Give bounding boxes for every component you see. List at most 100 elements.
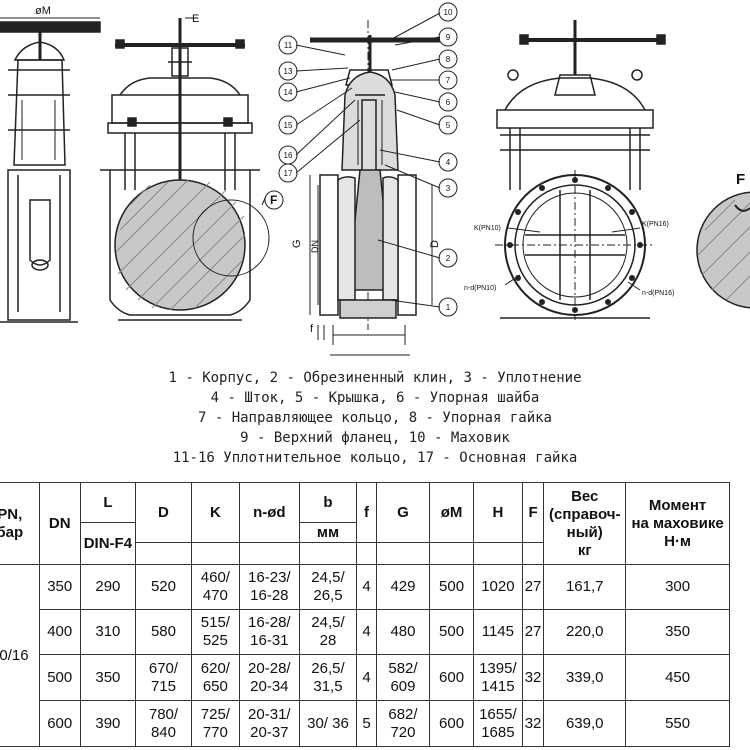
cell-weight: 161,7 (543, 564, 627, 610)
nd-pn10-label: n-d(PN10) (464, 285, 496, 292)
side-section-drawing (278, 2, 458, 356)
callout-label: 4 (446, 158, 451, 167)
cell-torque: 350 (625, 609, 730, 655)
header-ff: F (521, 482, 545, 543)
cell-dn: 400 (38, 609, 81, 655)
callout-label: 14 (284, 88, 293, 97)
dim-phi-m-label: øM (35, 5, 51, 17)
legend-line: 9 - Верхний фланец, 10 - Маховик (240, 430, 510, 446)
cell-h: 1020 (472, 564, 523, 610)
cell-torque: 450 (625, 654, 730, 701)
header-blank (135, 542, 192, 565)
cell-torque: 300 (625, 564, 730, 610)
header-blank (375, 542, 431, 565)
cell-om: 600 (429, 700, 474, 747)
header-blank (472, 542, 523, 565)
cell-l: 390 (79, 700, 137, 747)
cell-l: 310 (79, 609, 137, 655)
k-pn16-label: K(PN16) (642, 221, 669, 228)
pn-value: 10/16 (0, 564, 40, 747)
parts-legend: 1 - Корпус, 2 - Обрезиненный клин, 3 - У… (0, 368, 750, 468)
cell-g: 582/ 609 (375, 654, 431, 701)
header-l: L (79, 482, 137, 523)
detail-f-drawing (696, 191, 750, 309)
dim-dn-label: DN (310, 240, 320, 253)
cell-nod: 20-31/ 20-37 (238, 700, 300, 747)
callout-label: 1 (446, 303, 451, 312)
header-blank (190, 542, 240, 565)
cell-weight: 339,0 (543, 654, 627, 701)
cell-ff: 27 (521, 564, 545, 610)
header-blank (298, 542, 358, 565)
table-row: 500 350 670/ 715 620/ 650 20-28/ 20-34 2… (0, 654, 730, 701)
cell-b: 30/ 36 (298, 700, 358, 747)
cell-nod: 16-28/ 16-31 (238, 609, 300, 655)
cell-dn: 600 (38, 700, 81, 747)
cell-om: 500 (429, 609, 474, 655)
cell-om: 600 (429, 654, 474, 701)
cell-f: 4 (356, 564, 377, 610)
cell-f: 5 (356, 700, 377, 747)
header-nod: n-ød (238, 482, 300, 543)
legend-line: 7 - Направляющее кольцо, 8 - Упорная гай… (197, 410, 552, 426)
nd-pn16-label: n-d(PN16) (642, 290, 674, 297)
table-row: 600 390 780/ 840 725/ 770 20-31/ 20-37 3… (0, 700, 730, 747)
cell-d: 670/ 715 (135, 654, 192, 701)
cell-h: 1145 (472, 609, 523, 655)
legend-line: 4 - Шток, 5 - Крышка, 6 - Упорная шайба (210, 390, 540, 406)
cell-weight: 220,0 (543, 609, 627, 655)
cell-h: 1395/ 1415 (472, 654, 523, 701)
k-pn10-label: K(PN10) (474, 225, 501, 232)
header-om: øM (429, 482, 474, 543)
callout-label: 17 (284, 169, 293, 178)
callout-label: 10 (444, 8, 453, 17)
header-blank (429, 542, 474, 565)
header-blank (521, 542, 545, 565)
cell-f: 4 (356, 654, 377, 701)
callout-label: 13 (284, 67, 293, 76)
header-d: D (135, 482, 192, 543)
cell-nod: 16-23/ 16-28 (238, 564, 300, 610)
header-blank (356, 542, 377, 565)
detail-f-marker: F (270, 193, 277, 207)
cell-l: 350 (79, 654, 137, 701)
header-k: K (190, 482, 240, 543)
callout-label: 11 (284, 41, 293, 50)
table-header-row: DIN-F4 мм (0, 522, 730, 565)
header-torque: Момент на маховике Н·м (625, 482, 730, 565)
header-b: b (298, 482, 358, 523)
cell-torque: 550 (625, 700, 730, 747)
cell-ff: 32 (521, 700, 545, 747)
cell-k: 725/ 770 (190, 700, 240, 747)
callout-label: 7 (446, 76, 451, 85)
cell-weight: 639,0 (543, 700, 627, 747)
legend-line: 11-16 Уплотнительное кольцо, 17 - Основн… (172, 450, 578, 466)
dim-g-label: G (291, 239, 303, 248)
side-view-drawing (0, 17, 101, 323)
header-g: G (375, 482, 431, 543)
cell-nod: 20-28/ 20-34 (238, 654, 300, 701)
callout-label: 9 (446, 33, 451, 42)
cell-b: 24,5/ 28 (298, 609, 358, 655)
cell-dn: 350 (38, 564, 81, 610)
dim-f-label: f (310, 323, 314, 335)
cell-g: 429 (375, 564, 431, 610)
cell-l: 290 (79, 564, 137, 610)
cell-h: 1655/ 1685 (472, 700, 523, 747)
end-view-drawing (495, 20, 666, 320)
spec-table: PN, бар DN L D K n-ød b f G øM H F Вес (… (0, 482, 730, 747)
callout-label: 3 (446, 184, 451, 193)
technical-drawings: øM E F F G DN D f K(PN10) K(PN16) n-d(PN… (0, 2, 750, 356)
cell-g: 682/ 720 (375, 700, 431, 747)
dim-d-label: D (429, 240, 441, 248)
cell-om: 500 (429, 564, 474, 610)
cell-f: 4 (356, 609, 377, 655)
header-dn: DN (38, 482, 81, 565)
header-din: DIN-F4 (79, 522, 137, 565)
header-blank (238, 542, 300, 565)
header-pn: PN, бар (0, 482, 40, 565)
cell-b: 24,5/ 26,5 (298, 564, 358, 610)
detail-f-title: F (736, 171, 745, 188)
cell-k: 460/ 470 (190, 564, 240, 610)
cell-d: 580 (135, 609, 192, 655)
